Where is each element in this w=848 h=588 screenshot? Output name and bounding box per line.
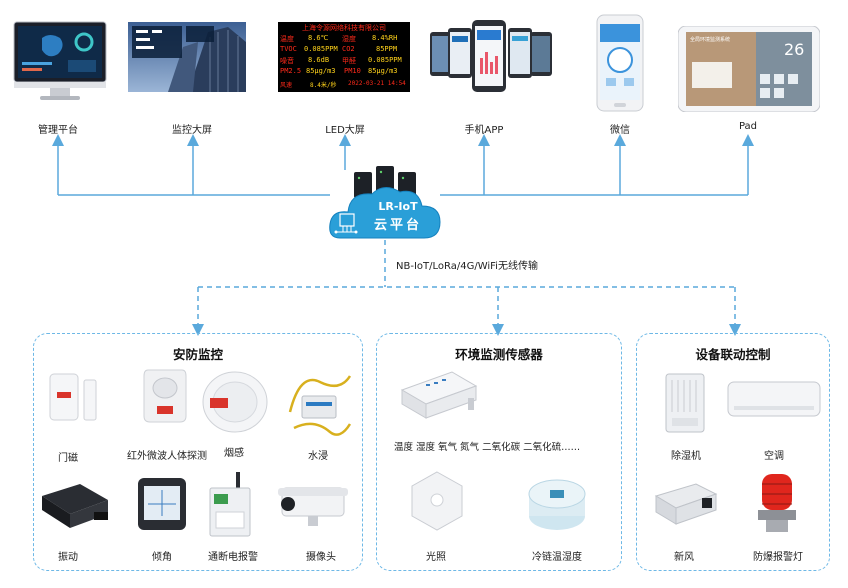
panel-environment-title: 环境监测传感器: [455, 347, 543, 362]
smoke-detector-icon: [200, 368, 270, 434]
label-air-conditioner: 空调: [764, 451, 784, 462]
explosion-proof-alarm-light-icon: [754, 470, 800, 536]
panel-linkage: 设备联动控制: [636, 333, 830, 571]
air-conditioner-icon: [726, 380, 822, 424]
door-magnet-icon: [48, 372, 108, 424]
label-screen: 监控大屏: [172, 125, 212, 136]
label-fresh-air: 新风: [674, 552, 694, 563]
label-pad: Pad: [738, 121, 758, 132]
dehumidifier-icon: [664, 372, 706, 436]
label-vibration: 振动: [58, 552, 78, 563]
fresh-air-unit-icon: [652, 480, 720, 528]
wechat-phone-icon: [596, 14, 644, 112]
camera-icon: [278, 484, 352, 528]
led-title: 上海令源网络科技有限公司: [302, 24, 386, 32]
pad-device: 全局环境监测系统 26: [678, 26, 820, 112]
label-explosion-alarm-light: 防爆报警灯: [753, 552, 803, 563]
label-door-magnet: 门磁: [58, 453, 78, 464]
label-power-alarm: 通断电报警: [208, 552, 258, 563]
panel-security-title: 安防监控: [172, 347, 223, 362]
label-infrared-detector: 红外微波人体探测: [127, 451, 207, 462]
pad-temperature: 26: [784, 40, 805, 59]
mobile-app-phones-icon: [428, 18, 554, 96]
monitoring-screen-photo: [128, 22, 246, 92]
light-sensor-icon: [406, 470, 468, 532]
panel-linkage-title: 设备联动控制: [695, 347, 771, 362]
label-water-leak: 水浸: [308, 451, 328, 462]
panel-security: 安防监控: [33, 333, 363, 571]
label-smoke-detector: 烟感: [224, 448, 244, 459]
label-tilt: 倾角: [152, 552, 172, 563]
label-app: 手机APP: [464, 125, 504, 136]
vibration-sensor-icon: [36, 476, 112, 532]
label-led: LED大屏: [325, 125, 365, 136]
cloud-title-line2: 云平台: [373, 218, 422, 233]
power-alarm-icon: [206, 470, 258, 540]
water-leak-sensor-icon: [284, 372, 356, 436]
cloud-platform: LR-IoT 云平台: [326, 162, 444, 242]
label-cold-chain: 冷链温湿度: [532, 552, 582, 563]
env-sensor-description: 温度 湿度 氧气 氮气 二氧化碳 二氧化硫……: [394, 442, 581, 453]
label-wechat: 微信: [610, 125, 630, 136]
label-mgmt: 管理平台: [38, 125, 78, 136]
pad-screen-title: 全局环境监测系统: [690, 37, 731, 43]
label-light-sensor: 光照: [426, 552, 446, 563]
management-monitor-icon: [12, 20, 108, 102]
env-sensor-box-icon: [398, 368, 480, 424]
led-screen: 上海令源网络科技有限公司 温度 8.6℃ 湿度 8.4%RH TVOC 0.08…: [278, 22, 410, 92]
tilt-sensor-icon: [136, 476, 188, 536]
panel-environment: 环境监测传感器: [376, 333, 622, 571]
label-dehumidifier: 除湿机: [671, 451, 701, 462]
label-camera: 摄像头: [306, 552, 336, 563]
infrared-detector-icon: [140, 366, 190, 426]
transmission-label: NB-IoT/LoRa/4G/WiFi无线传输: [396, 261, 538, 272]
cold-chain-sensor-icon: [526, 476, 588, 534]
cloud-title-line1: LR-IoT: [378, 200, 418, 213]
